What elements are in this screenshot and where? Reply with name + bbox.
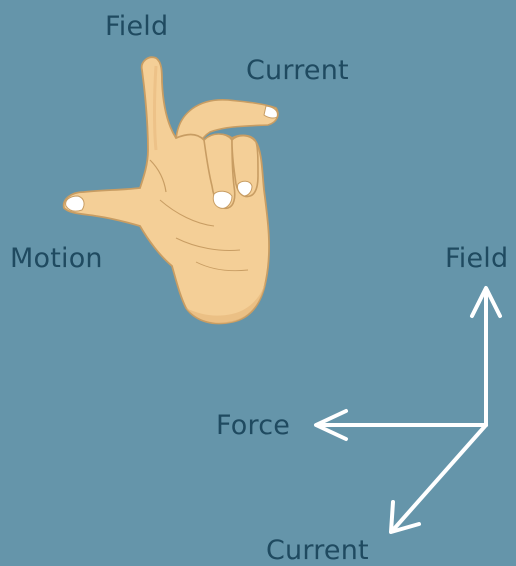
hand-label-field: Field <box>105 13 168 40</box>
axis-label-field: Field <box>445 245 508 272</box>
hand-label-current: Current <box>246 57 349 84</box>
axis-label-force: Force <box>216 412 290 439</box>
axis-label-current: Current <box>266 537 369 564</box>
current-arrow <box>393 425 486 530</box>
hand-label-motion: Motion <box>10 245 103 272</box>
